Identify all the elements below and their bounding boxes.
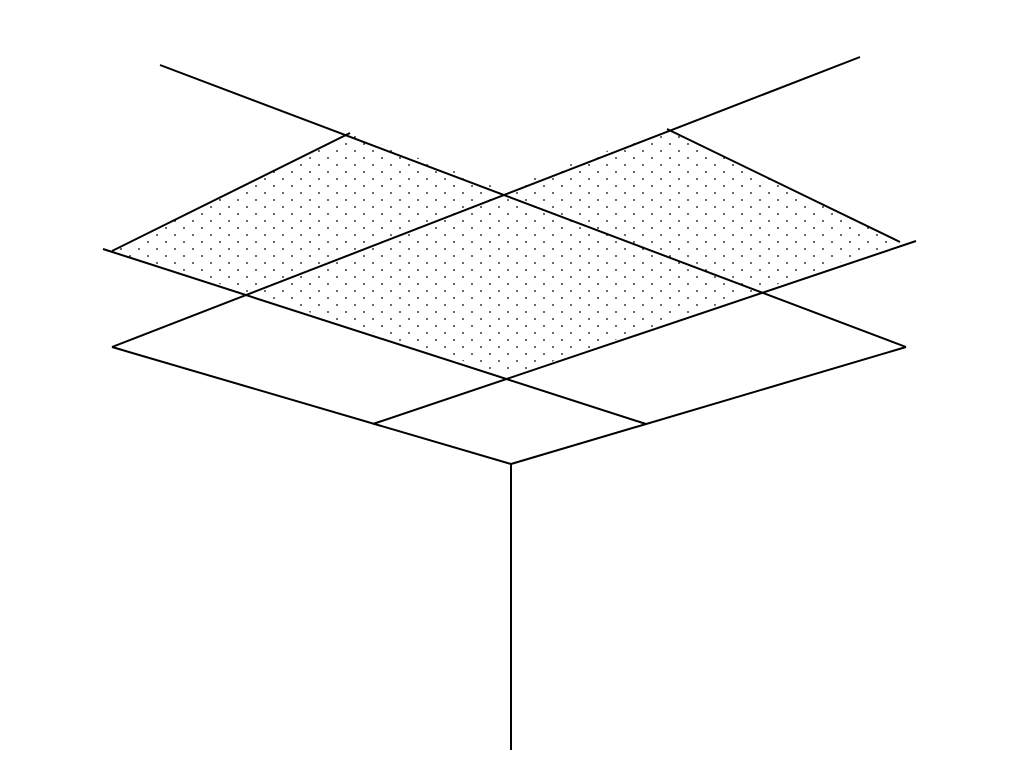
left-tile	[112, 133, 503, 293]
right-tile-edge	[666, 128, 901, 243]
front-left-edge	[111, 346, 512, 465]
front-right-edge	[510, 346, 907, 465]
back-left-rail	[159, 64, 907, 348]
left-cross-rail	[102, 248, 647, 425]
back-right-rail	[111, 56, 861, 348]
grid-lines	[102, 56, 917, 750]
left-tile-edge	[111, 132, 351, 252]
dotted-tiles	[112, 129, 900, 376]
right-cross-rail	[372, 240, 917, 425]
right-tile	[503, 129, 900, 289]
center-tile	[249, 189, 764, 376]
